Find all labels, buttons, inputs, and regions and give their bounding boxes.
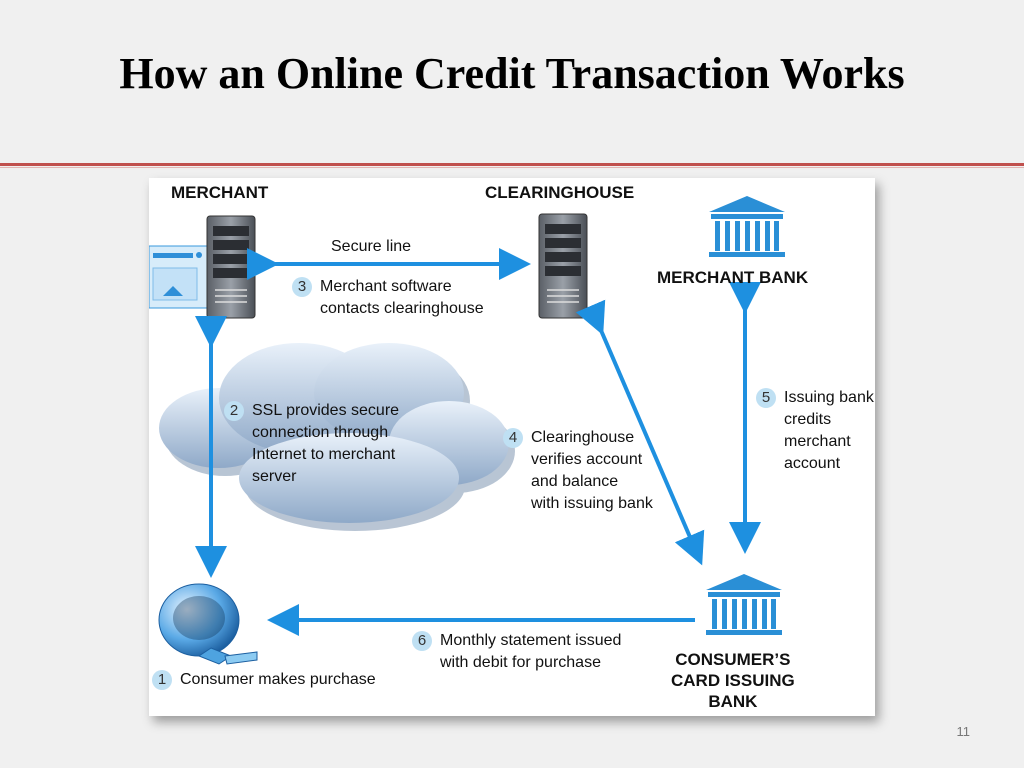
step-3: 3 Merchant software contacts clearinghou… [292, 276, 512, 324]
merchant-server-icon [206, 215, 256, 319]
step-2-text: SSL provides secure connection through I… [252, 402, 400, 485]
merchant-heading: MERCHANT [171, 183, 269, 202]
step-6: 6 Monthly statement issued with debit fo… [412, 630, 652, 678]
clearinghouse-server-icon [538, 213, 588, 319]
merchant-website-icon [149, 245, 208, 309]
title-divider-shadow [0, 167, 1024, 168]
transaction-diagram: MERCHANT CLEARINGHOUSE MERCHANT BANK CON… [149, 178, 875, 716]
step-5: 5 Issuing bank credits merchant account [756, 387, 874, 479]
step-1-text: Consumer makes purchase [180, 671, 376, 688]
step-1: 1 Consumer makes purchase [152, 669, 402, 693]
step-6-text: Monthly statement issued with debit for … [440, 632, 622, 671]
step-6-number: 6 [412, 631, 432, 651]
diagram-graphics [149, 196, 785, 665]
step-5-text: Issuing bank credits merchant account [784, 389, 874, 472]
consumer-bank-icon [706, 574, 782, 635]
secure-line-label: Secure line [331, 238, 412, 255]
page-number: 11 [956, 724, 971, 739]
merchant-bank-heading: MERCHANT BANK [657, 268, 809, 287]
step-3-text: Merchant software contacts clearinghouse [320, 278, 484, 317]
consumer-bank-heading: CONSUMER’S CARD ISSUING BANK [671, 650, 795, 711]
slide-title: How an Online Credit Transaction Works [119, 49, 905, 98]
title-divider [0, 163, 1024, 166]
step-5-number: 5 [756, 388, 776, 408]
step-4-number: 4 [503, 428, 523, 448]
step-4: 4 Clearinghouse verifies account and bal… [503, 427, 693, 519]
consumer-computer-icon [158, 583, 258, 665]
step-3-number: 3 [292, 277, 312, 297]
step-2-number: 2 [224, 401, 244, 421]
merchant-bank-icon [709, 196, 785, 257]
flow-arrows [195, 248, 761, 636]
verification-arrow [575, 299, 705, 566]
clearinghouse-heading: CLEARINGHOUSE [485, 183, 635, 202]
step-1-number: 1 [152, 670, 172, 690]
step-2: 2 SSL provides secure connection through… [224, 400, 424, 492]
step-4-text: Clearinghouse verifies account and balan… [531, 429, 653, 512]
internet-cloud [159, 343, 515, 531]
